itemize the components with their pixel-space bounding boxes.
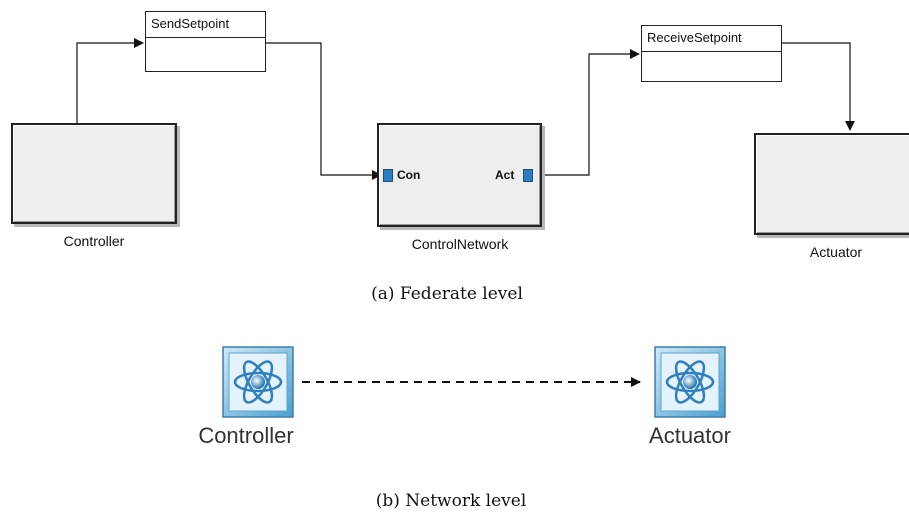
con-port-label: Con	[397, 168, 421, 182]
wire-act-to-receivesetpoint	[535, 49, 640, 176]
caption-federate-level: (a) Federate level	[371, 284, 523, 304]
controller-block[interactable]	[11, 123, 177, 224]
wire-receivesetpoint-to-actuator	[782, 42, 855, 131]
act-port-label: Act	[495, 168, 515, 182]
sendsetpoint-message-box[interactable]: SendSetpoint	[145, 11, 266, 72]
act-port-icon[interactable]	[523, 169, 533, 182]
receivesetpoint-message-box[interactable]: ReceiveSetpoint	[641, 25, 782, 82]
controlnetwork-block-label: ControlNetwork	[411, 236, 509, 252]
caption-network-level: (b) Network level	[375, 491, 527, 511]
controller-federate-label: Controller	[198, 423, 294, 448]
sendsetpoint-title: SendSetpoint	[146, 12, 265, 38]
controller-federate-atom-icon[interactable]	[222, 346, 294, 418]
actuator-federate-label: Actuator	[649, 423, 731, 448]
actuator-block-label: Actuator	[809, 244, 863, 260]
controller-block-label: Controller	[63, 233, 125, 249]
wire-controller-to-sendsetpoint	[76, 38, 144, 123]
actuator-block[interactable]	[754, 133, 909, 235]
con-port-icon[interactable]	[383, 169, 393, 182]
actuator-federate-atom-icon[interactable]	[654, 346, 726, 418]
wire-sendsetpoint-to-con	[266, 42, 382, 180]
receivesetpoint-title: ReceiveSetpoint	[642, 26, 781, 52]
controlnetwork-block[interactable]	[377, 123, 542, 227]
